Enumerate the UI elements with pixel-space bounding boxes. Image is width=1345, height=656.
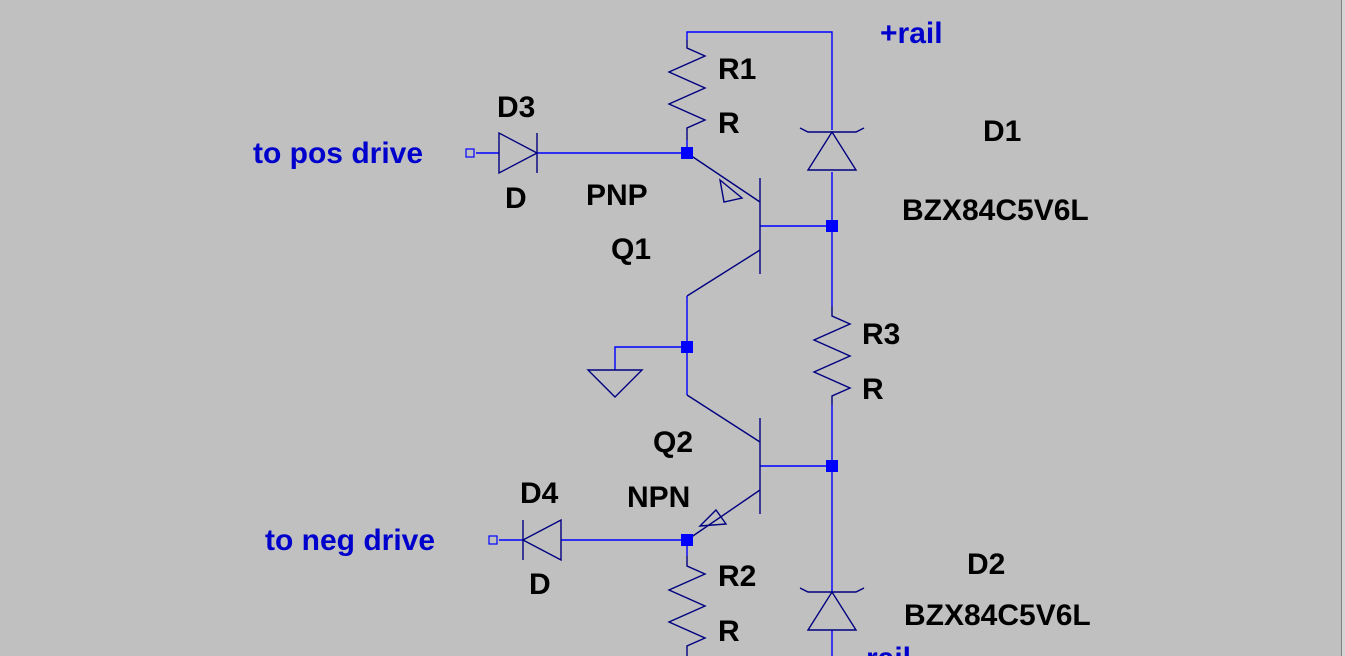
diode-d4[interactable]	[521, 518, 562, 562]
net-label-neg-drive: to neg drive	[265, 524, 435, 557]
zener-diode-d1[interactable]	[799, 127, 865, 171]
transistor-q1-pnp[interactable]	[686, 152, 761, 297]
resistor-r3[interactable]	[812, 306, 852, 405]
r2-name: R2	[718, 560, 756, 593]
pos-drive-port[interactable]	[465, 148, 475, 158]
junction-node	[681, 534, 693, 546]
junction-node	[826, 460, 838, 472]
vertical-scrollbar[interactable]	[1341, 0, 1345, 656]
net-label-pos-drive: to pos drive	[253, 137, 423, 170]
d1-name: D1	[983, 115, 1021, 148]
neg-drive-port[interactable]	[488, 535, 498, 545]
d4-value: D	[529, 568, 551, 601]
junction-node	[681, 341, 693, 353]
resistor-r1[interactable]	[667, 40, 707, 140]
r1-name: R1	[718, 53, 756, 86]
net-label-pos-rail: +rail	[880, 17, 943, 50]
d1-value: BZX84C5V6L	[902, 194, 1089, 227]
d3-name: D3	[497, 91, 535, 124]
q1-name: Q1	[611, 233, 651, 266]
ground-symbol[interactable]	[586, 369, 644, 398]
r3-name: R3	[862, 318, 900, 351]
rail-wire-top	[686, 31, 833, 130]
r2-value: R	[718, 615, 740, 648]
q2-type: NPN	[627, 481, 690, 514]
zener-diode-d2[interactable]	[799, 587, 865, 631]
junction-node	[826, 220, 838, 232]
junction-node	[681, 147, 693, 159]
r3-value: R	[862, 373, 884, 406]
r1-value: R	[718, 107, 740, 140]
q2-name: Q2	[653, 426, 693, 459]
resistor-r2[interactable]	[667, 556, 707, 656]
transistor-q2-npn[interactable]	[686, 394, 761, 541]
d4-name: D4	[520, 477, 559, 510]
d3-value: D	[505, 182, 527, 215]
junction-nodes	[681, 147, 838, 546]
wires	[476, 31, 833, 656]
gnd-wire	[614, 346, 687, 370]
q1-type: PNP	[586, 179, 648, 212]
d2-name: D2	[967, 548, 1005, 581]
d2-value: BZX84C5V6L	[904, 599, 1091, 632]
diode-d3[interactable]	[498, 131, 539, 175]
net-label-neg-rail: -rail	[856, 642, 911, 656]
